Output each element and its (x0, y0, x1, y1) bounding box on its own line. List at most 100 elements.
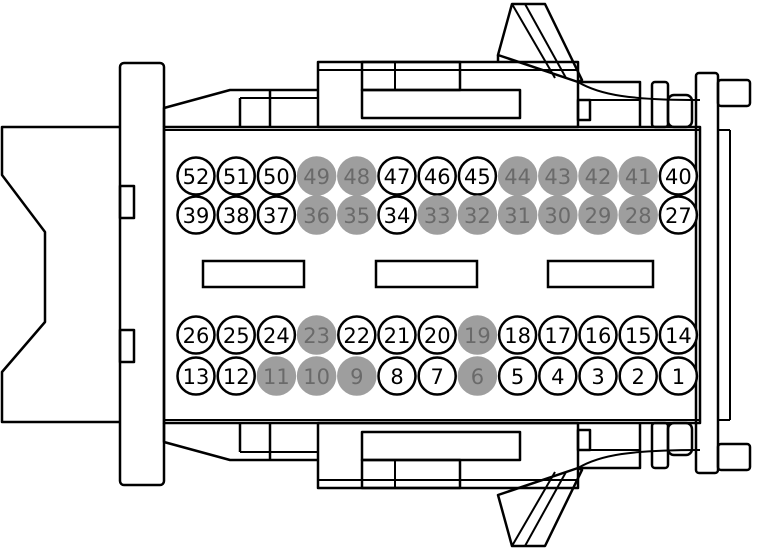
pin-circle (296, 356, 337, 396)
pin-circle (256, 195, 297, 235)
pin-47: 47 (377, 156, 417, 196)
pin-label: 26 (183, 324, 210, 348)
pin-circle (176, 356, 216, 396)
pin-3: 3 (578, 356, 618, 396)
pin-label: 43 (544, 165, 571, 189)
pin-38: 38 (216, 195, 256, 235)
pin-circle (216, 315, 256, 355)
pin-41: 41 (618, 156, 658, 196)
pin-circle (176, 315, 216, 355)
pin-circle (538, 195, 578, 235)
pin-28: 28 (618, 195, 658, 235)
pin-circle (377, 195, 417, 235)
pin-circle (377, 356, 417, 396)
pin-label: 49 (303, 165, 330, 189)
pin-circle (216, 156, 256, 196)
pin-label: 20 (424, 324, 451, 348)
pin-label: 46 (424, 165, 451, 189)
pin-18: 18 (497, 315, 538, 355)
pin-circle (618, 195, 658, 235)
pin-45: 45 (457, 156, 498, 196)
pin-label: 35 (343, 204, 370, 228)
pin-circle (578, 195, 618, 235)
pin-circle (658, 156, 699, 196)
pin-51: 51 (216, 156, 256, 196)
pin-16: 16 (578, 315, 618, 355)
pin-circle (497, 195, 538, 235)
pin-7: 7 (417, 356, 457, 396)
pin-label: 34 (384, 204, 411, 228)
pin-2: 2 (618, 356, 658, 396)
pin-52: 52 (176, 156, 216, 196)
pin-14: 14 (658, 315, 699, 355)
pin-circle (497, 315, 538, 355)
key-slot-right (546, 259, 655, 289)
pin-31: 31 (497, 195, 538, 235)
pin-label: 3 (591, 365, 604, 389)
pin-label: 13 (183, 365, 210, 389)
pin-circle (337, 315, 377, 355)
pin-44: 44 (497, 156, 538, 196)
connector-key-slots (201, 259, 655, 289)
pin-25: 25 (216, 315, 256, 355)
pin-11: 11 (256, 356, 297, 396)
pin-circle (296, 156, 337, 196)
pin-35: 35 (337, 195, 377, 235)
connector-plug-left (0, 125, 120, 424)
pin-label: 47 (384, 165, 411, 189)
pin-39: 39 (176, 195, 216, 235)
pin-circle (497, 356, 538, 396)
pin-circle (256, 356, 297, 396)
key-slot-left (201, 259, 306, 289)
pin-circle (578, 156, 618, 196)
connector-bottom-rail (162, 421, 694, 490)
pin-36: 36 (296, 195, 337, 235)
pin-circle (296, 315, 337, 355)
pin-label: 12 (223, 365, 250, 389)
pin-1: 1 (658, 356, 699, 396)
pin-circle (296, 195, 337, 235)
pin-46: 46 (417, 156, 457, 196)
pin-circle (337, 356, 377, 396)
pin-label: 38 (223, 204, 250, 228)
pin-6: 6 (457, 356, 498, 396)
pin-label: 33 (424, 204, 451, 228)
pin-50: 50 (256, 156, 297, 196)
connector-latch-fin-bottom (496, 449, 701, 548)
pin-48: 48 (337, 156, 377, 196)
pin-22: 22 (337, 315, 377, 355)
pin-34: 34 (377, 195, 417, 235)
pin-24: 24 (256, 315, 297, 355)
pin-19: 19 (457, 315, 498, 355)
pin-43: 43 (538, 156, 578, 196)
pin-label: 51 (223, 165, 250, 189)
pin-circle (457, 156, 498, 196)
pin-label: 22 (343, 324, 370, 348)
pin-label: 14 (665, 324, 692, 348)
pin-49: 49 (296, 156, 337, 196)
pin-circle (176, 195, 216, 235)
pin-circle (497, 156, 538, 196)
pin-label: 39 (183, 204, 210, 228)
pin-circle (256, 315, 297, 355)
pin-label: 16 (585, 324, 612, 348)
pin-circle (658, 356, 699, 396)
pin-label: 32 (464, 204, 491, 228)
pin-9: 9 (337, 356, 377, 396)
pin-label: 50 (263, 165, 290, 189)
pin-label: 9 (350, 365, 363, 389)
pin-label: 37 (263, 204, 290, 228)
pin-label: 48 (343, 165, 370, 189)
pin-10: 10 (296, 356, 337, 396)
pin-circle (618, 156, 658, 196)
pin-circle (618, 315, 658, 355)
pin-label: 7 (431, 365, 444, 389)
pin-label: 15 (625, 324, 652, 348)
pin-label: 23 (303, 324, 330, 348)
pin-15: 15 (618, 315, 658, 355)
pin-label: 8 (390, 365, 403, 389)
pin-label: 5 (511, 365, 524, 389)
pin-circle (337, 156, 377, 196)
pin-label: 2 (632, 365, 645, 389)
